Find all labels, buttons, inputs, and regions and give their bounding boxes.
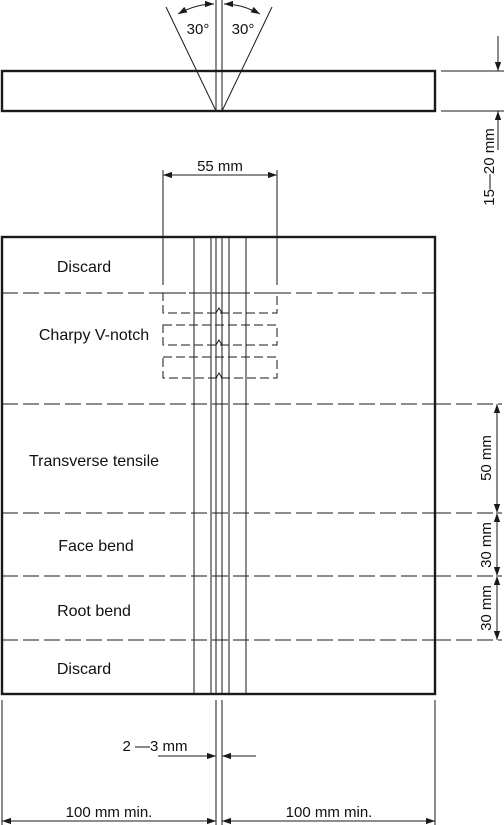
right-angle-label: 30° [232, 21, 255, 38]
left-width-label: 100 mm min. [66, 804, 153, 821]
zone-label-discard-bottom: Discard [57, 661, 111, 678]
tensile-dimension-label: 50 mm [478, 435, 495, 481]
side-view: 30° 30° 15—20 mm [0, 0, 504, 206]
test-plate-outline [0, 235, 437, 696]
root-bend-dimension-label: 30 mm [478, 585, 495, 631]
charpy-notch [215, 372, 223, 379]
plate-offset-label: 15—20 mm [481, 128, 498, 206]
plan-view: 55 mm Discard Charpy V-notch Transverse … [0, 158, 502, 696]
face-bend-dimension-label: 30 mm [478, 522, 495, 568]
left-angle-arc [177, 0, 215, 15]
zone-label-charpy: Charpy V-notch [39, 327, 149, 344]
charpy-notch [215, 339, 223, 346]
charpy-notch [215, 307, 223, 314]
right-width-label: 100 mm min. [286, 804, 373, 821]
root-gap-label: 2 —3 mm [122, 738, 187, 755]
groove-left-bevel [165, 6, 217, 112]
zone-label-discard-top: Discard [57, 259, 111, 276]
zone-label-face-bend: Face bend [58, 538, 134, 555]
left-angle-label: 30° [187, 21, 210, 38]
right-angle-arc [223, 0, 261, 15]
zone-label-root-bend: Root bend [57, 603, 131, 620]
charpy-specimens [162, 292, 278, 379]
bottom-dimensions: 2 —3 mm 100 mm min. 100 mm min. [1, 700, 436, 825]
zone-label-tensile: Transverse tensile [29, 453, 159, 470]
charpy-specimen [162, 292, 278, 314]
groove-right-bevel [221, 6, 273, 112]
notch-zone-label: 55 mm [197, 158, 243, 175]
charpy-specimen [162, 324, 278, 346]
plate-side-profile [0, 69, 437, 113]
charpy-specimen [162, 356, 278, 379]
